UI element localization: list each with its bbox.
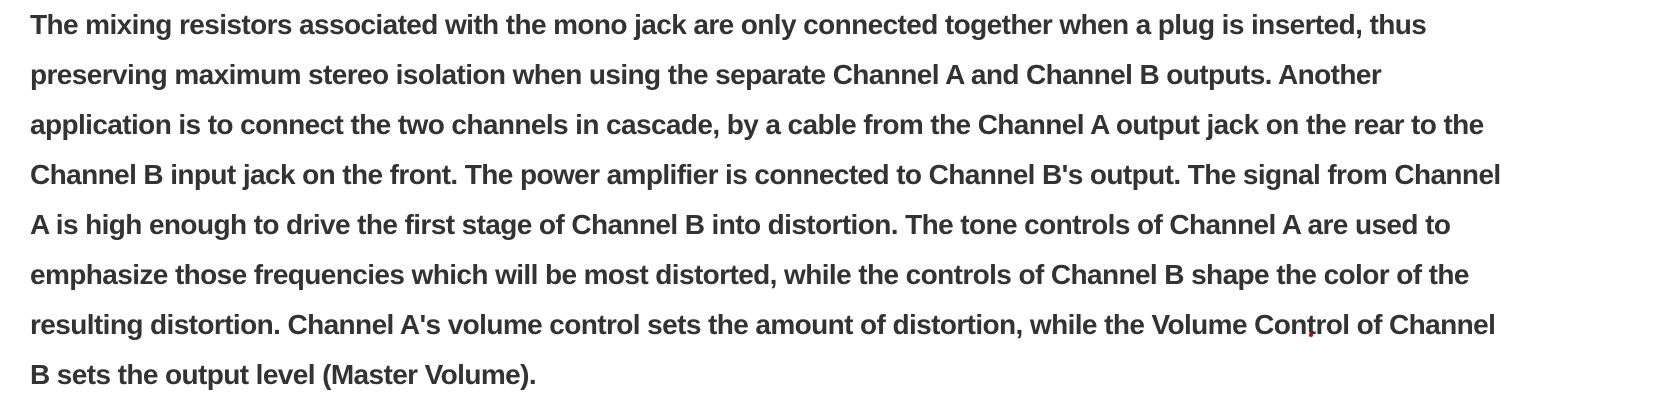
paragraph-line-5: A is high enough to drive the first stag… <box>30 209 1451 240</box>
paragraph-line-4: Channel B input jack on the front. The p… <box>30 159 1501 190</box>
paragraph-line-6: emphasize those frequencies which will b… <box>30 259 1469 290</box>
paragraph-line-8: B sets the output level (Master Volume). <box>30 359 537 390</box>
paragraph-line-3: application is to connect the two channe… <box>30 109 1484 140</box>
body-paragraph: The mixing resistors associated with the… <box>30 0 1501 400</box>
spellcheck-marker <box>1309 333 1313 337</box>
paragraph-line-2: preserving maximum stereo isolation when… <box>30 59 1382 90</box>
paragraph-line-1: The mixing resistors associated with the… <box>30 9 1427 40</box>
paragraph-line-7: resulting distortion. Channel A's volume… <box>30 309 1496 340</box>
